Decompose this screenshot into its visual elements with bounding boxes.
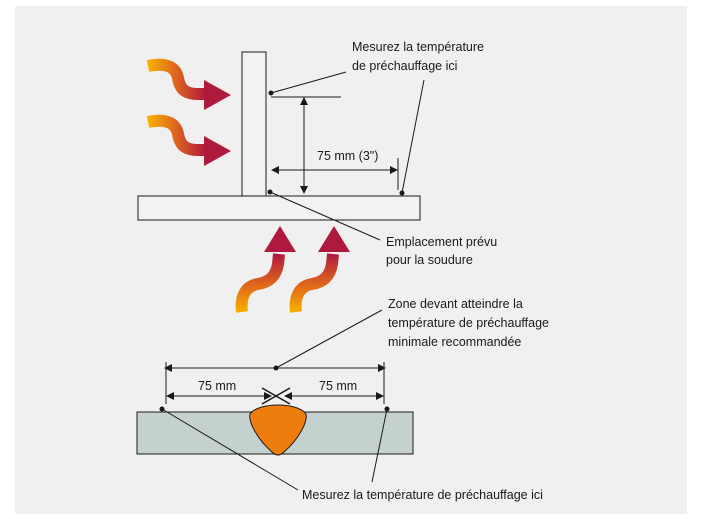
- label-zone-line1: Zone devant atteindre la: [388, 297, 523, 311]
- heat-arrow-left-upper: [146, 58, 231, 110]
- dimension-label-bottom-right: 75 mm: [319, 379, 357, 393]
- label-measure-top-line1: Mesurez la température: [352, 40, 484, 54]
- heat-arrow-bottom-left: [235, 226, 296, 313]
- label-weld-line1: Emplacement prévu: [386, 235, 497, 249]
- label-measure-top-line2: de préchauffage ici: [352, 59, 457, 73]
- dimension-label-top: 75 mm (3"): [317, 149, 378, 163]
- label-measure-bottom: Mesurez la température de préchauffage i…: [302, 488, 543, 502]
- label-weld-line2: pour la soudure: [386, 253, 473, 267]
- horizontal-plate: [137, 195, 421, 221]
- dimension-label-bottom-left: 75 mm: [198, 379, 236, 393]
- label-zone-line2: température de préchauffage: [388, 316, 549, 330]
- center-mark: [261, 387, 291, 405]
- label-zone-line3: minimale recommandée: [388, 335, 521, 349]
- heat-arrow-bottom-right: [289, 226, 350, 313]
- heat-arrow-left-lower: [146, 114, 231, 166]
- vertical-plate: [241, 51, 267, 197]
- weld-bead: [249, 404, 307, 456]
